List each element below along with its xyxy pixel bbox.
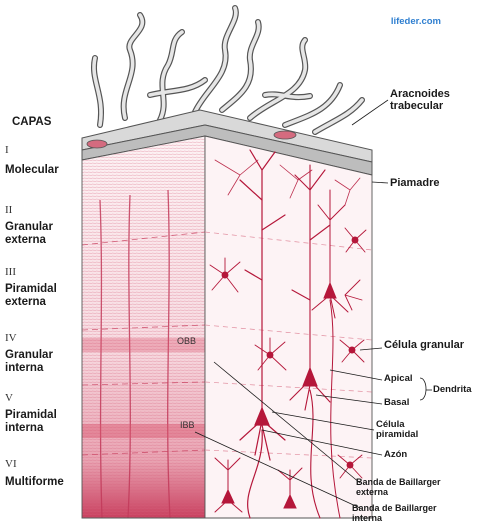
layer-3-num: III <box>5 266 16 278</box>
layer-2-num: II <box>5 204 12 216</box>
layer-6-name: Multiforme <box>5 476 64 489</box>
cortex-front-face <box>82 136 205 518</box>
dendrita-label: Dendrita <box>433 385 472 395</box>
layer-5-num: V <box>5 392 13 404</box>
layer-3-name: Piramidal externa <box>5 283 57 309</box>
azon-label: Azón <box>384 450 407 460</box>
basal-label: Basal <box>384 398 409 408</box>
layer-2-name: Granular externa <box>5 221 53 247</box>
celula-granular-label: Célula granular <box>384 339 464 351</box>
banda-interna-label: Banda de Baillarger interna <box>352 504 437 524</box>
cortex-side-face <box>205 136 372 518</box>
layer-5-name: Piramidal interna <box>5 409 57 435</box>
layer-1-num: I <box>5 144 9 156</box>
piamadre-label: Piamadre <box>390 177 440 189</box>
arachnoid-trabeculae <box>94 8 362 132</box>
ibb-label: IBB <box>180 420 195 430</box>
layer-4-num: IV <box>5 332 17 344</box>
aracnoides-label: Aracnoides trabecular <box>390 88 450 112</box>
source-watermark: lifeder.com <box>391 16 441 27</box>
celula-piramidal-label: Célula piramidal <box>376 420 418 441</box>
apical-label: Apical <box>384 374 413 384</box>
layer-4-name: Granular interna <box>5 349 53 375</box>
layer-1-name: Molecular <box>5 164 59 177</box>
banda-externa-label: Banda de Baillarger externa <box>356 478 441 498</box>
layers-title: CAPAS <box>12 116 51 129</box>
obb-label: OBB <box>177 336 196 346</box>
layer-6-num: VI <box>5 458 17 470</box>
